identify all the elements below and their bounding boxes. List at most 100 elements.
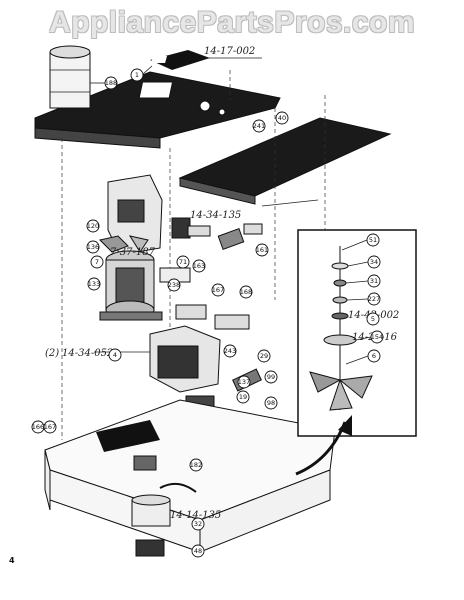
callout-71: 71 <box>176 255 190 269</box>
motor-bracket-clip <box>117 199 145 223</box>
transformer-core <box>157 345 199 379</box>
svg-text:188: 188 <box>105 79 117 87</box>
callout-182: 182 <box>189 458 203 472</box>
callout-136: 136 <box>86 240 100 254</box>
callout-5: 5 <box>366 312 380 326</box>
top-cover-opening <box>151 56 167 63</box>
callout-161: 161 <box>255 243 269 257</box>
svg-text:168: 168 <box>240 288 252 296</box>
svg-text:120: 120 <box>87 222 99 230</box>
callout-7: 7 <box>90 255 104 269</box>
svg-text:133: 133 <box>88 280 100 288</box>
top-plate-hole <box>199 100 211 112</box>
drain-cup-top <box>131 494 171 506</box>
top-cover-piece <box>150 50 210 70</box>
leader-line <box>142 65 153 75</box>
svg-text:227: 227 <box>368 295 380 303</box>
handwritten-note-transformer: 14-34-052 <box>62 348 113 359</box>
callout-167b: 167 <box>43 420 57 434</box>
fan-blade <box>338 375 373 399</box>
svg-text:154: 154 <box>371 333 383 341</box>
svg-text:137: 137 <box>238 378 250 386</box>
svg-text:29: 29 <box>260 352 268 360</box>
motor-winding <box>115 267 145 303</box>
svg-text:161: 161 <box>256 246 268 254</box>
svg-text:163: 163 <box>193 262 205 270</box>
svg-text:98: 98 <box>267 399 275 407</box>
shaft-nut <box>331 312 349 320</box>
svg-text:5: 5 <box>371 315 375 323</box>
fan-blade <box>329 378 353 411</box>
motor-mount-plate <box>99 311 163 321</box>
svg-text:241: 241 <box>253 122 265 130</box>
callout-48: 48 <box>191 544 205 558</box>
switch-bank <box>175 304 207 320</box>
canister <box>49 51 91 109</box>
callout-227: 227 <box>367 292 381 306</box>
leader-line <box>345 280 369 284</box>
callout-133: 133 <box>87 277 101 291</box>
callout-154: 154 <box>370 330 384 344</box>
handwritten-note-transformer-qty: (2) <box>45 348 59 359</box>
shaft-washer <box>331 262 349 270</box>
svg-text:31: 31 <box>370 277 378 285</box>
svg-text:51: 51 <box>369 236 377 244</box>
shaft-spacer <box>332 296 348 304</box>
page-number: 4 <box>9 556 15 565</box>
connector <box>135 539 165 557</box>
heat-sink <box>133 455 157 471</box>
callout-51: 51 <box>366 233 380 247</box>
wire-clamp <box>159 482 197 493</box>
top-plate-edge <box>34 127 161 149</box>
handwritten-note-motor: 7-37-187 <box>110 247 156 258</box>
svg-text:34: 34 <box>370 258 378 266</box>
callout-168: 168 <box>239 285 253 299</box>
svg-text:32: 32 <box>194 520 202 528</box>
svg-text:238: 238 <box>168 281 180 289</box>
handwritten-note-relay: 14-34-135 <box>190 210 241 221</box>
callout-99: 99 <box>264 370 278 384</box>
base-pan-wall <box>44 449 51 511</box>
switch-bank <box>214 314 250 330</box>
solenoid <box>217 228 245 250</box>
shaft-collar <box>333 279 347 287</box>
callout-1: 1 <box>130 68 144 82</box>
rod <box>261 199 319 207</box>
callout-120: 120 <box>86 219 100 233</box>
callout-4: 4 <box>108 348 122 362</box>
callout-188: 188 <box>104 76 118 90</box>
leader-line <box>347 261 369 267</box>
solenoid-bracket <box>243 223 263 235</box>
callout-167: 167 <box>211 283 225 297</box>
canister-top <box>49 45 91 59</box>
relay-body <box>171 217 191 239</box>
callout-163: 163 <box>192 259 206 273</box>
leader-line <box>341 239 368 251</box>
inset-pointer-arrowhead <box>338 415 352 436</box>
svg-text:99: 99 <box>267 373 275 381</box>
svg-text:4: 4 <box>113 351 117 359</box>
svg-text:167: 167 <box>44 423 56 431</box>
svg-text:48: 48 <box>194 547 202 555</box>
fan-blade <box>309 371 342 393</box>
small-fan-blade <box>128 235 149 253</box>
callout-238: 238 <box>167 278 181 292</box>
leader-line <box>345 355 369 365</box>
leader-line <box>346 298 369 301</box>
leader-line <box>355 336 372 341</box>
svg-text:71: 71 <box>179 258 187 266</box>
small-fan-blade <box>99 235 129 253</box>
svg-text:166: 166 <box>32 423 44 431</box>
callout-31: 31 <box>367 274 381 288</box>
mounting-bracket <box>96 420 160 452</box>
callout-137: 137 <box>237 375 251 389</box>
callout-6: 6 <box>367 349 381 363</box>
svg-text:243: 243 <box>224 347 236 355</box>
relay-bracket <box>187 225 211 237</box>
top-plate-opening <box>138 81 174 99</box>
svg-text:1: 1 <box>135 71 139 79</box>
callout-34: 34 <box>367 255 381 269</box>
callout-241: 241 <box>252 119 266 133</box>
svg-text:167: 167 <box>212 286 224 294</box>
